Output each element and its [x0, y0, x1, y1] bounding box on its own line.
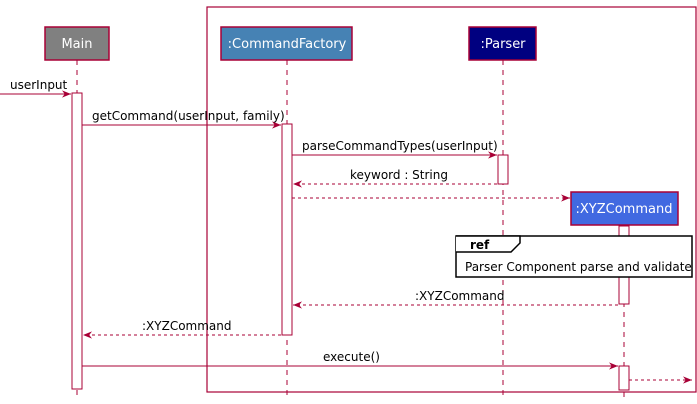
participant-factory: :CommandFactory — [220, 26, 353, 61]
message-parse-types: parseCommandTypes(userInput) — [292, 139, 498, 159]
participant-parser-label: :Parser — [480, 37, 526, 52]
ref-tag: ref — [470, 238, 490, 252]
participant-parser: :Parser — [468, 26, 537, 61]
boundary-box — [206, 6, 697, 393]
activation-main — [71, 92, 83, 390]
participant-xyz: :XYZCommand — [570, 191, 679, 226]
activation-factory — [281, 123, 293, 336]
message-user-input: userInput — [0, 78, 71, 98]
message-xyz-return-2-label: :XYZCommand — [142, 319, 232, 333]
message-keyword: keyword : String — [293, 168, 497, 188]
message-execute-label: execute() — [323, 350, 380, 364]
participant-main-label: Main — [61, 37, 92, 52]
message-xyz-return-1: :XYZCommand — [293, 289, 618, 309]
participant-xyz-label: :XYZCommand — [576, 202, 673, 217]
participant-factory-label: :CommandFactory — [228, 37, 347, 52]
activation-xyz-2 — [618, 365, 630, 391]
message-get-command: getCommand(userInput, family) — [82, 109, 285, 129]
activation-parser — [497, 154, 509, 185]
message-parse-types-label: parseCommandTypes(userInput) — [302, 139, 498, 153]
message-user-input-label: userInput — [10, 78, 68, 92]
ref-text: Parser Component parse and validate — [465, 260, 692, 274]
participant-main: Main — [44, 26, 110, 61]
message-xyz-return-2: :XYZCommand — [83, 319, 281, 339]
ref-frame: ref Parser Component parse and validate — [455, 235, 693, 278]
message-get-command-label: getCommand(userInput, family) — [92, 109, 285, 123]
message-keyword-label: keyword : String — [350, 168, 448, 182]
message-xyz-return-1-label: :XYZCommand — [415, 289, 505, 303]
message-execute: execute() — [82, 350, 618, 370]
